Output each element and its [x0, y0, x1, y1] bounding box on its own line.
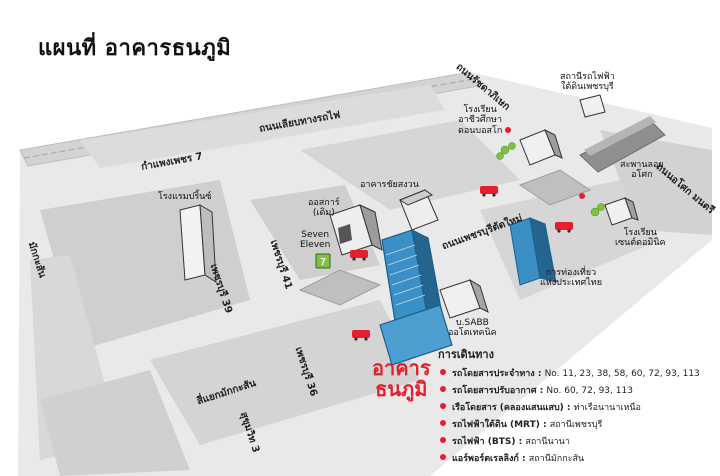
seven-eleven-icon: 7	[315, 253, 331, 269]
highlight-line1: อาคาร	[372, 356, 431, 380]
bus-icon	[350, 186, 573, 338]
legend-item-detail: ท่าเรือนานาเหนือ	[573, 403, 641, 413]
place-label-tat-line1: การท่องเที่ยว	[545, 268, 597, 278]
legend-item-detail: No. 11, 23, 38, 58, 60, 72, 93, 113	[544, 369, 700, 379]
legend-item-mode: รถโดยสารปรับอากาศ :	[452, 386, 547, 396]
tree-cluster-school	[496, 142, 605, 217]
place-label-school-asoke: โรงเรียน อาชีวศึกษา ดอนบอสโก	[458, 105, 502, 136]
place-label-school-saint-line2: เซนต์ดอมินิค	[615, 238, 666, 249]
legend-item-detail: No. 60, 72, 93, 113	[546, 386, 633, 396]
highlight-building-name: อาคาร ธนภูมิ	[372, 358, 431, 400]
place-label-sabb-line2: ออโตเทคนิค	[448, 328, 497, 339]
oscar-building	[329, 204, 383, 256]
place-label-school-asoke-line3: ดอนบอสโก	[458, 125, 503, 136]
legend-item-mode: รถโดยสารประจำทาง :	[452, 369, 545, 379]
asok-bridge-top	[584, 116, 656, 156]
legend-list: รถโดยสารประจำทาง : No. 11, 23, 38, 58, 6…	[438, 366, 718, 465]
block-center	[300, 120, 520, 210]
location-pin-icon	[505, 127, 585, 199]
legend-item: รถโดยสารปรับอากาศ : No. 60, 72, 93, 113	[438, 383, 718, 397]
legend-item-detail: สถานีเพชรบุรี	[549, 420, 603, 430]
bullet-icon	[440, 454, 446, 460]
place-label-tat-line2: แห่งประเทศไทย	[540, 278, 602, 289]
hotel-prince-building	[179, 204, 217, 283]
legend-item-mode: รถไฟฟ้าใต้ดิน (MRT) :	[452, 420, 550, 430]
bullet-icon	[440, 386, 446, 392]
legend-item: เรือโดยสาร (คลองแสนแสบ) : ท่าเรือนานาเหน…	[438, 400, 718, 414]
expressway-ramp-left	[298, 269, 382, 306]
mrt-station-building	[579, 94, 606, 118]
place-label-asok-bridge-line2: อโศก	[631, 170, 653, 181]
place-label-school-asoke-line1: โรงเรียน	[463, 105, 497, 115]
place-label-oscar: ออสการ์ (เดิม)	[308, 198, 340, 219]
block-southwest	[40, 370, 190, 476]
highlight-line2: ธนภูมิ	[375, 377, 428, 401]
school-saint-building	[604, 197, 639, 226]
tat-building	[509, 217, 557, 286]
legend-item: รถโดยสารประจำทาง : No. 11, 23, 38, 58, 6…	[438, 366, 718, 380]
bullet-icon	[440, 403, 446, 409]
bullet-icon	[440, 369, 446, 375]
expressway-ramp-right	[518, 169, 592, 206]
place-label-school-asoke-line2: อาชีวศึกษา	[458, 115, 503, 126]
legend-item-mode: รถไฟฟ้า (BTS) :	[452, 437, 526, 447]
place-label-mrt-line2: ใต้ดินเพชรบุรี	[561, 82, 614, 93]
thanaphum-tower	[379, 228, 453, 366]
legend-item: รถไฟฟ้า (BTS) : สถานีนานา	[438, 434, 718, 448]
place-label-sabb: บ.SABB ออโตเทคนิค	[448, 318, 497, 339]
place-label-sabb-line1: บ.SABB	[455, 318, 489, 328]
travel-legend: การเดินทาง รถโดยสารประจำทาง : No. 11, 23…	[438, 345, 718, 468]
place-label-asok-bridge-line1: สะพานลอย	[620, 160, 664, 170]
sabb-building	[439, 278, 489, 319]
place-label-school-saint: โรงเรียน เซนต์ดอมินิค	[615, 228, 666, 249]
place-label-oscar-line1: ออสการ์	[308, 198, 340, 208]
chaiyaphon-building	[398, 189, 439, 231]
place-label-seven-eleven: Seven Eleven	[300, 230, 330, 251]
place-label-mrt-station: สถานีรถไฟฟ้า ใต้ดินเพชรบุรี	[560, 72, 615, 93]
legend-item-mode: เรือโดยสาร (คลองแสนแสบ) :	[452, 403, 574, 413]
place-label-chaiyaphon: อาคารชัยสงวน	[360, 180, 419, 190]
legend-item-detail: สถานีนานา	[525, 437, 570, 447]
place-label-mrt-line1: สถานีรถไฟฟ้า	[560, 72, 615, 82]
block-east	[600, 130, 712, 235]
place-label-school-saint-line1: โรงเรียน	[623, 228, 657, 238]
legend-item-detail: สถานีมักกะสัน	[528, 454, 585, 464]
place-label-seven-line1: Seven	[301, 230, 330, 240]
legend-item: รถไฟฟ้าใต้ดิน (MRT) : สถานีเพชรบุรี	[438, 417, 718, 431]
school-asoke-building	[519, 128, 563, 166]
place-label-seven-line2: Eleven	[300, 240, 331, 251]
place-label-asok-bridge: สะพานลอย อโศก	[620, 160, 664, 181]
bus-wheels	[352, 193, 571, 341]
bullet-icon	[440, 420, 446, 426]
svg-text:7: 7	[320, 257, 326, 268]
legend-title: การเดินทาง	[438, 348, 494, 361]
block-north	[80, 85, 445, 168]
bullet-icon	[440, 437, 446, 443]
legend-item: แอร์พอร์ตเรลลิงก์ : สถานีมักกะสัน	[438, 451, 718, 465]
legend-item-mode: แอร์พอร์ตเรลลิงก์ :	[452, 454, 529, 464]
place-label-oscar-line2: (เดิม)	[312, 208, 335, 219]
page-title: แผนที่ อาคารธนภูมิ	[38, 36, 232, 61]
place-label-hotel-prince: โรงแรมปริ้นซ์	[158, 192, 212, 202]
place-label-tat: การท่องเที่ยว แห่งประเทศไทย	[540, 268, 602, 289]
